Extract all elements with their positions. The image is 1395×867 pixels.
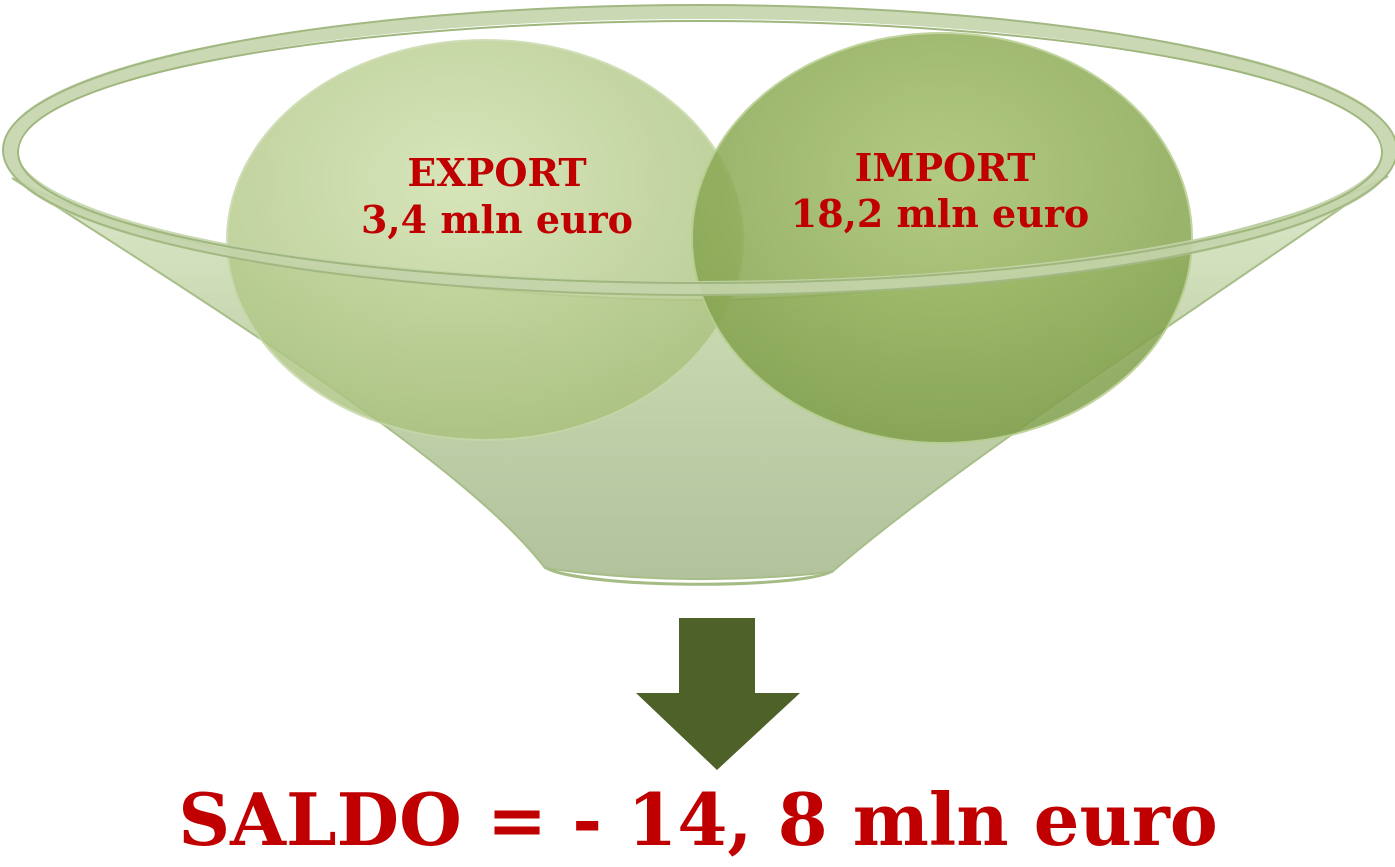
- saldo-result: SALDO = - 14, 8 mln euro: [178, 777, 1218, 862]
- funnel-rim: [3, 5, 1395, 295]
- import-circle: [691, 32, 1193, 444]
- funnel-rim-outline: [2, 4, 1395, 296]
- import-value: 18,2 mln euro: [791, 191, 1089, 236]
- funnel-spout: [544, 567, 833, 586]
- funnel-rim-inner: [17, 20, 1383, 284]
- down-arrow-icon: [636, 618, 800, 770]
- import-label: IMPORT: [855, 145, 1036, 190]
- export-label: EXPORT: [407, 150, 586, 195]
- export-value: 3,4 mln euro: [361, 197, 633, 242]
